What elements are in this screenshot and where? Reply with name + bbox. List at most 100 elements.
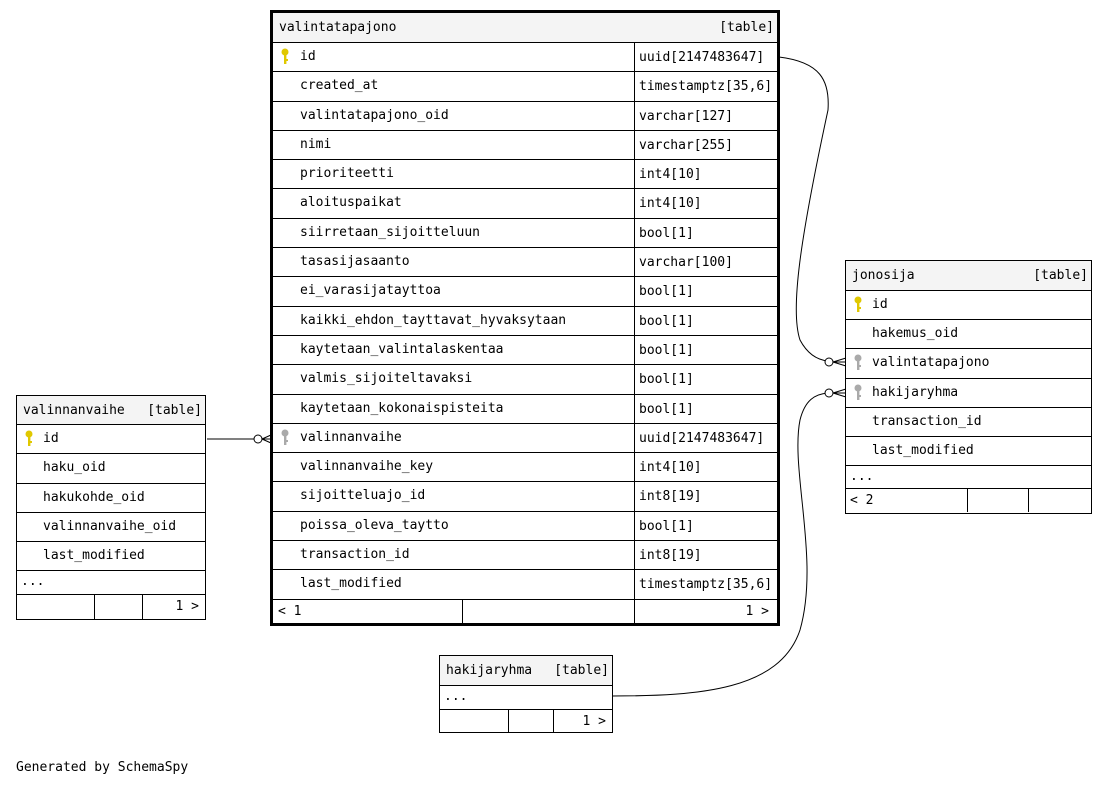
table-name: valinnanvaihe (23, 403, 125, 418)
column-name: poissa_oleva_taytto (300, 517, 449, 533)
column-type: uuid[2147483647] (634, 423, 764, 453)
column-type: timestamptz[35,6] (634, 72, 772, 101)
primary-key-icon (24, 430, 34, 448)
foreign-key-icon (280, 429, 290, 447)
edge-hakijaryhma-crowfoot (832, 388, 847, 398)
column-row: valinnanvaihe_key int4[10] (273, 453, 777, 483)
column-type: int4[10] (634, 189, 702, 218)
column-name: id (872, 297, 888, 312)
column-name: kaikki_ehdon_tayttavat_hyvaksytaan (300, 312, 567, 328)
edge-valinnanvaihe-circle (253, 434, 263, 444)
column-type: varchar[255] (634, 130, 733, 160)
table-hakijaryhma[interactable]: hakijaryhma [table] ... 1 > (439, 655, 613, 733)
footer-cell: 1 > (553, 710, 612, 732)
column-name: sijoitteluajo_id (300, 488, 426, 504)
footer-cell (967, 489, 968, 513)
column-name: kaytetaan_valintalaskentaa (300, 341, 504, 357)
primary-key-icon (853, 296, 863, 314)
column-type: int8[19] (634, 482, 702, 511)
footer-cell (462, 599, 463, 624)
column-row: haku_oid (17, 454, 205, 484)
table-footer: < 2 (846, 489, 1091, 513)
column-type: bool[1] (634, 277, 694, 306)
more-columns-ellipsis: ... (17, 571, 205, 596)
column-row: kaytetaan_kokonaispisteita bool[1] (273, 394, 777, 424)
column-row: transaction_id (846, 408, 1091, 437)
column-name: ei_varasijatayttoa (300, 283, 441, 299)
ellipsis-text: ... (21, 574, 45, 590)
table-footer: 1 > (17, 595, 205, 620)
footer-left-count: < 2 (850, 493, 874, 509)
footer-right-count: 1 > (745, 603, 769, 619)
table-name: hakijaryhma (446, 663, 533, 678)
column-type: int8[19] (634, 541, 702, 570)
table-header: valintatapajono [table] (273, 13, 777, 43)
primary-key-icon (280, 48, 290, 66)
foreign-key-icon (853, 354, 863, 372)
column-row: sijoitteluajo_id int8[19] (273, 482, 777, 512)
column-row: valinnanvaihe uuid[2147483647] (273, 423, 777, 454)
column-row: last_modified (846, 437, 1091, 467)
column-type: int4[10] (634, 160, 702, 189)
column-name: aloituspaikat (300, 195, 402, 211)
column-row: valintatapajono_oid varchar[127] (273, 101, 777, 131)
column-row: last_modified timestamptz[35,6] (273, 570, 777, 600)
column-row: hakukohde_oid (17, 484, 205, 513)
column-name: transaction_id (872, 413, 982, 429)
column-row: valmis_sijoiteltavaksi bool[1] (273, 365, 777, 395)
table-header: jonosija [table] (846, 261, 1091, 291)
column-row: last_modified (17, 542, 205, 572)
edge-valintatapajono-crowfoot (832, 357, 847, 367)
footer-cell (1028, 489, 1091, 513)
column-row: id (846, 291, 1091, 321)
column-name: hakijaryhma (872, 384, 959, 400)
column-name: valinnanvaihe_oid (43, 518, 177, 534)
column-type: timestamptz[35,6] (634, 570, 772, 599)
column-name: valintatapajono_oid (300, 107, 449, 123)
column-type: bool[1] (634, 306, 694, 335)
table-name: valintatapajono (279, 20, 397, 35)
footer-cell: 1 > (142, 595, 205, 620)
column-type: bool[1] (634, 365, 694, 394)
edge-valinnanvaihe-crowfoot (261, 434, 272, 444)
column-name: id (43, 431, 59, 446)
foreign-key-icon (853, 384, 863, 402)
table-footer: < 1 1 > (273, 599, 777, 624)
column-type: varchar[127] (634, 101, 733, 130)
column-row: transaction_id int8[19] (273, 541, 777, 571)
column-name: last_modified (300, 576, 402, 592)
column-name: hakemus_oid (872, 326, 959, 342)
footer-right-count: 1 > (175, 599, 199, 615)
table-valinnanvaihe[interactable]: valinnanvaihe [table] id haku_oid hakukohd… (16, 395, 206, 620)
column-name: valmis_sijoiteltavaksi (300, 371, 473, 387)
column-name: last_modified (43, 548, 145, 564)
column-name: siirretaan_sijoitteluun (300, 224, 481, 240)
table-tag: [table] (554, 663, 609, 678)
column-row: aloituspaikat int4[10] (273, 189, 777, 219)
ellipsis-text: ... (444, 689, 468, 704)
column-name: kaytetaan_kokonaispisteita (300, 400, 504, 416)
column-name: valinnanvaihe_key (300, 459, 434, 475)
column-type: bool[1] (634, 394, 694, 423)
table-tag: [table] (1033, 268, 1088, 283)
column-name: valinnanvaihe (300, 429, 402, 445)
column-row: kaikki_ehdon_tayttavat_hyvaksytaan bool[1… (273, 306, 777, 336)
column-type: bool[1] (634, 511, 694, 541)
column-name: transaction_id (300, 547, 410, 563)
table-header: hakijaryhma [table] (440, 656, 612, 686)
column-type: int4[10] (634, 453, 702, 482)
more-columns-ellipsis: ... (846, 466, 1091, 490)
table-header: valinnanvaihe [table] (17, 396, 205, 425)
column-name: haku_oid (43, 460, 106, 476)
footer-cell (94, 595, 95, 620)
